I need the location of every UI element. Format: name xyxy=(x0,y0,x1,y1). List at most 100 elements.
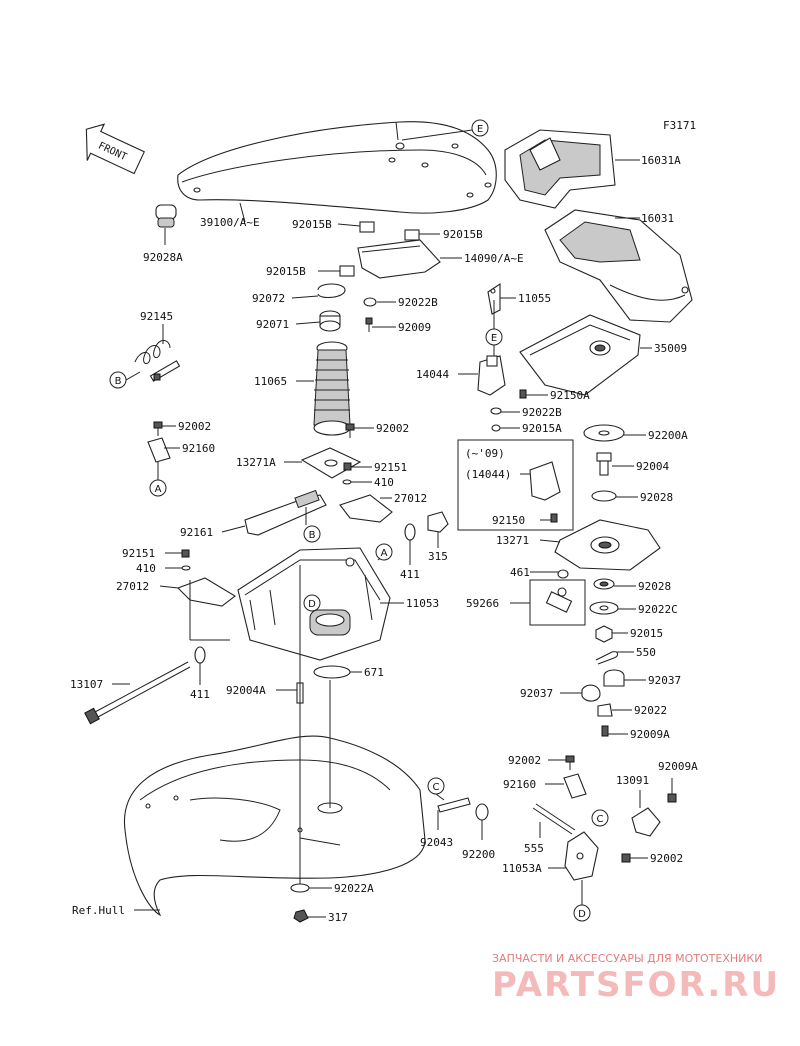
label-671: 671 xyxy=(364,666,384,679)
bolt-92009 xyxy=(365,317,373,332)
label-09: (~'09) xyxy=(465,447,505,460)
bolt-92151-2 xyxy=(181,549,190,558)
figure-code: F3171 xyxy=(663,119,696,132)
hull-part xyxy=(123,735,426,917)
washer-411-1 xyxy=(404,523,416,541)
clip-92037-1 xyxy=(603,669,625,687)
clamp-92072 xyxy=(317,283,346,299)
cotter-pin-550 xyxy=(595,651,619,665)
washer-92200 xyxy=(475,803,489,821)
label-11053: 11053 xyxy=(406,597,439,610)
label-92071: 92071 xyxy=(256,318,289,331)
svg-text:B: B xyxy=(309,530,316,541)
label-550: 550 xyxy=(636,646,656,659)
label-461: 461 xyxy=(510,566,530,579)
label-92028-2: 92028 xyxy=(638,580,671,593)
svg-text:E: E xyxy=(491,333,497,344)
washer-410-2 xyxy=(181,565,191,571)
label-14044b: (14044) xyxy=(465,468,511,481)
bolt-92151-1 xyxy=(343,462,352,471)
label-92028A: 92028A xyxy=(143,251,183,264)
bolt-92002-2 xyxy=(345,423,355,438)
label-92015: 92015 xyxy=(630,627,663,640)
label-92002-2: 92002 xyxy=(376,422,409,435)
label-317: 317 xyxy=(328,911,348,924)
label-13271A: 13271A xyxy=(236,456,276,469)
label-92043: 92043 xyxy=(420,836,453,849)
washer-92022B-2 xyxy=(490,407,502,415)
bolt-92150 xyxy=(550,513,558,523)
label-11065: 11065 xyxy=(254,375,287,388)
label-16031A: 16031A xyxy=(641,154,681,167)
callout-d-mid xyxy=(303,594,321,612)
svg-text:E: E xyxy=(477,124,483,135)
svg-text:D: D xyxy=(308,599,316,610)
callout-e-top xyxy=(471,119,489,137)
label-92015B-1: 92015B xyxy=(292,218,332,231)
svg-text:B: B xyxy=(115,376,122,387)
label-92002-3: 92002 xyxy=(508,754,541,767)
nut-92015 xyxy=(595,625,613,643)
part-461 xyxy=(557,569,569,579)
label-92015A: 92015A xyxy=(522,422,562,435)
label-92022: 92022 xyxy=(634,704,667,717)
upper-cover-part xyxy=(177,121,497,214)
label-410-1: 410 xyxy=(374,476,394,489)
svg-text:A: A xyxy=(381,548,388,559)
watermark-tagline: ЗАПЧАСТИ И АКСЕССУАРЫ ДЛЯ МОТОТЕХНИКИ xyxy=(492,952,762,965)
clip-92015B-3 xyxy=(339,265,355,277)
label-92145: 92145 xyxy=(140,310,173,323)
bolt-92009A-2 xyxy=(667,793,677,803)
label-92009A-1: 92009A xyxy=(630,728,670,741)
cover-plate-14090 xyxy=(357,239,441,279)
washer-92022A xyxy=(290,883,310,893)
label-92022B: 92022B xyxy=(398,296,438,309)
label-13271: 13271 xyxy=(496,534,529,547)
label-92072: 92072 xyxy=(252,292,285,305)
label-27012-1: 27012 xyxy=(394,492,427,505)
label-35009: 35009 xyxy=(654,342,687,355)
bracket-27012-2 xyxy=(177,577,236,607)
label-14044: 14044 xyxy=(416,368,449,381)
oring-671 xyxy=(313,665,351,679)
label-92022C: 92022C xyxy=(638,603,678,616)
label-411-2: 411 xyxy=(190,688,210,701)
label-92002-1: 92002 xyxy=(178,420,211,433)
svg-text:D: D xyxy=(578,909,586,920)
lever-plate-35009 xyxy=(519,314,641,396)
label-92028-1: 92028 xyxy=(640,491,673,504)
pad-16031A xyxy=(504,129,616,209)
label-16031: 16031 xyxy=(641,212,674,225)
pad-16031 xyxy=(544,209,693,323)
bracket-27012-1 xyxy=(339,494,393,523)
boot-11065 xyxy=(313,341,351,436)
label-92037-2: 92037 xyxy=(520,687,553,700)
bolt-13107 xyxy=(84,661,191,725)
watermark-brand: PARTSFOR.RU xyxy=(492,965,780,1005)
svg-text:C: C xyxy=(433,782,440,793)
bracket-11055 xyxy=(487,282,501,315)
bolt-92002-3 xyxy=(565,755,575,770)
clip-92015B-2 xyxy=(404,229,420,241)
label-92022A: 92022A xyxy=(334,882,374,895)
label-92015B-3: 92015B xyxy=(266,265,306,278)
label-14090: 14090/A~E xyxy=(464,252,524,265)
label-59266: 59266 xyxy=(466,597,499,610)
part-59266 xyxy=(545,587,573,613)
bolt-92002-1 xyxy=(153,421,163,436)
variant-box xyxy=(457,439,574,531)
bracket-13091 xyxy=(631,807,661,837)
label-ref-hull: Ref.Hull xyxy=(72,904,125,917)
callout-c-right xyxy=(591,809,609,827)
pin-555 xyxy=(532,807,573,835)
callout-b-left xyxy=(109,371,127,389)
spring-92145 xyxy=(134,340,181,382)
label-92151-2: 92151 xyxy=(122,547,155,560)
label-11055: 11055 xyxy=(518,292,551,305)
bolt-92009A-1 xyxy=(601,725,609,737)
nut-315 xyxy=(427,511,449,533)
label-92004: 92004 xyxy=(636,460,669,473)
label-92160-1: 92160 xyxy=(182,442,215,455)
label-92151-1: 92151 xyxy=(374,461,407,474)
label-411-1: 411 xyxy=(400,568,420,581)
